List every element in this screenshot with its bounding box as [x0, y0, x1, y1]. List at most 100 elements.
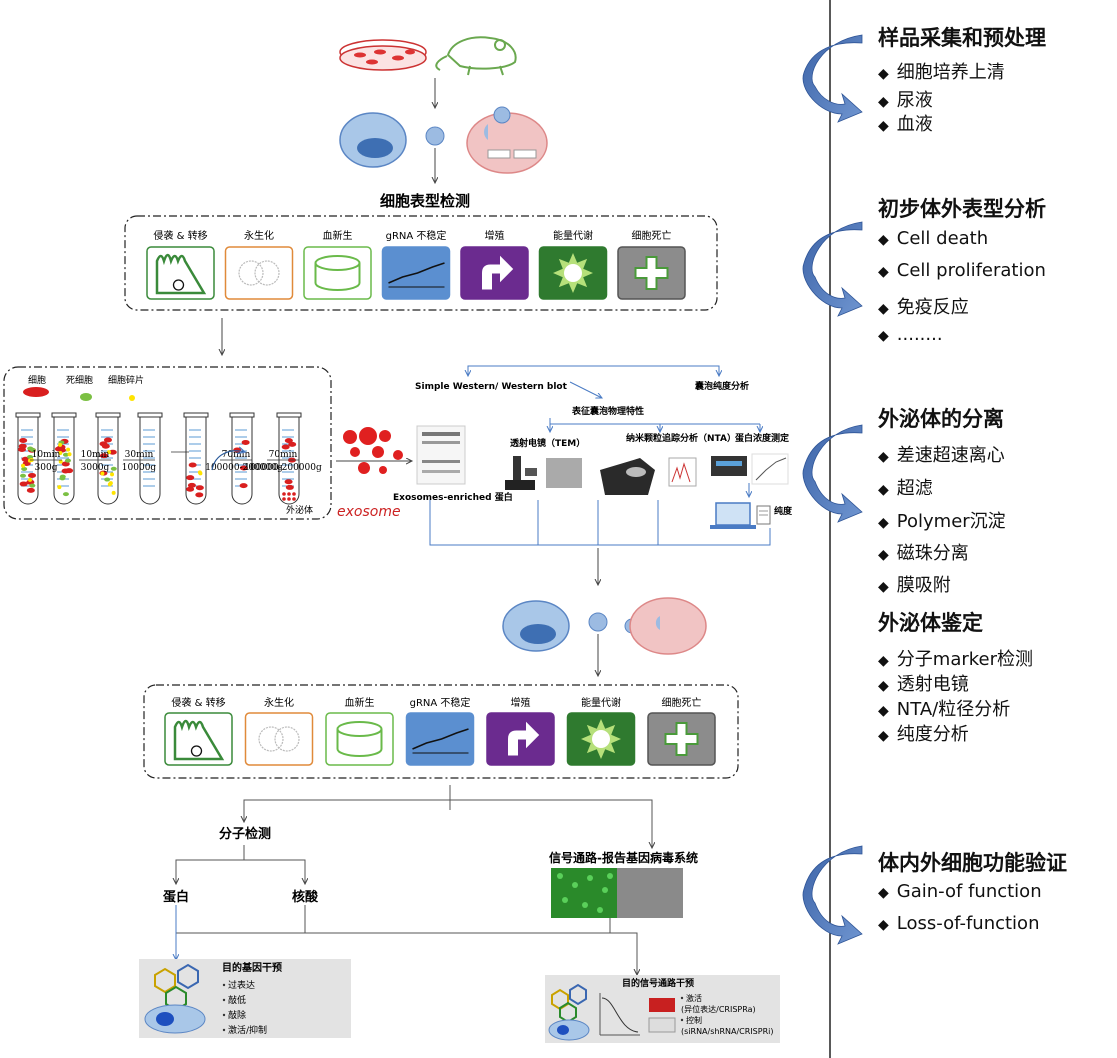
centrifuge-step-4: 70min — [222, 450, 251, 460]
right-section-2-item-3: ◆免疫反应 — [878, 293, 969, 319]
vessel-icon — [314, 255, 361, 291]
tem-micrograph — [546, 458, 582, 488]
gene-item-2: 敲低 — [228, 994, 246, 1006]
bullet-diamond-icon: ◆ — [878, 482, 889, 498]
grna-plot-icon — [388, 262, 445, 288]
control-kit-icon — [648, 1017, 676, 1033]
right-panel-arrows — [802, 34, 863, 945]
right-section-4-item-3: ◆NTA/粒径分析 — [878, 695, 1010, 721]
mouse-icon — [435, 36, 517, 76]
target-cell-icon — [144, 1004, 206, 1034]
top-tile-label-2: 永生化 — [244, 229, 274, 242]
bottom-tile-label-7: 细胞死亡 — [662, 696, 702, 709]
right-section-title-5: 体内外细胞功能验证 — [878, 851, 1067, 875]
right-item-text: 纯度分析 — [896, 724, 969, 745]
protein-conc-label: 蛋白浓度测定 — [735, 432, 790, 444]
centrifuge-legend: 细胞 死细胞 细胞碎片 — [23, 374, 144, 401]
recipient-cell-icon — [466, 106, 548, 174]
phenotype-box — [124, 215, 718, 311]
bottom-tile-box-2 — [244, 712, 314, 766]
bottom-tile-label-2: 永生化 — [264, 696, 294, 709]
cross-icon — [664, 722, 699, 756]
curved-arrow-icon — [802, 34, 863, 123]
cross-icon — [634, 256, 669, 290]
centrifuge-step-speed-5: 100000-200000g — [244, 463, 322, 473]
exosome-icon — [425, 126, 445, 146]
tem-microscope-icon — [505, 456, 537, 490]
right-section-3-item-5: ◆膜吸附 — [878, 571, 951, 597]
top-tile-label-3: 血新生 — [323, 229, 353, 242]
plasmid-icons — [154, 963, 199, 1012]
donor-cell-icon-2 — [502, 600, 570, 652]
bottom-tile-3: 血新生 — [325, 696, 394, 766]
bottom-tile-label-4: gRNA 不稳定 — [410, 696, 471, 709]
molecular-detection-label: 分子检测 — [219, 826, 271, 842]
exosome-tube-label: 外泌体 — [286, 504, 313, 516]
bullet-diamond-icon: ◆ — [878, 232, 889, 248]
right-item-text: 差速超速离心 — [896, 445, 1005, 466]
right-item-text: 超滤 — [896, 478, 933, 499]
right-section-5-item-1: ◆Gain-of function — [878, 881, 1042, 902]
centrifuge-step-speed-3: 10000g — [122, 463, 157, 473]
centrifuge-tubes: 10min300g10min3000g30min10000g70min10000… — [15, 412, 322, 516]
plate-reader-icon — [711, 456, 747, 476]
signal-title: 信号通路-报告基因病毒系统 — [549, 850, 698, 865]
centrifuge-step-2: 10min — [81, 450, 110, 460]
top-tile-4: gRNA 不稳定 — [381, 229, 451, 300]
bullet-diamond-icon: ◆ — [878, 547, 889, 563]
vessel-icon — [336, 721, 383, 757]
nta-instrument-icon — [600, 458, 655, 495]
bottom-tile-6: 能量代谢 — [566, 696, 636, 766]
bottom-tile-box-3 — [325, 712, 394, 766]
activation-kit-icon — [649, 998, 675, 1012]
nucleic-acid-label: 核酸 — [292, 889, 319, 905]
gene-item-3: 敲除 — [228, 1009, 246, 1021]
bullet-diamond-icon: ◆ — [878, 917, 889, 933]
right-section-title-1: 样品采集和预处理 — [878, 26, 1046, 50]
debris-marker — [129, 395, 135, 401]
invasion-cell-icon — [155, 253, 207, 295]
right-item-text: 血液 — [896, 114, 933, 135]
top-tile-label-1: 侵袭 & 转移 — [153, 229, 207, 242]
phenotype-box-2 — [143, 684, 739, 779]
curved-arrow-icon — [802, 424, 863, 523]
cell-marker — [23, 387, 49, 397]
right-item-text: 膜吸附 — [896, 575, 951, 596]
right-section-1-item-1: ◆细胞培养上清 — [878, 58, 1005, 84]
centrifuge-step-5: 70min — [269, 450, 298, 460]
top-tile-box-3 — [303, 246, 372, 300]
top-tile-label-7: 细胞死亡 — [632, 229, 672, 242]
top-tile-6: 能量代谢 — [538, 229, 608, 300]
centrifuge-step-speed-4: 100000-200000g — [205, 463, 283, 473]
bottom-tile-label-6: 能量代谢 — [581, 696, 621, 709]
top-tile-label-4: gRNA 不稳定 — [386, 229, 447, 242]
western-blot-image — [416, 425, 466, 485]
right-item-text: 透射电镜 — [896, 674, 969, 695]
right-item-text: 分子marker检测 — [896, 649, 1034, 670]
bullet-diamond-icon: ◆ — [878, 678, 889, 694]
legend-debris: 细胞碎片 — [108, 374, 144, 386]
centrifuge-step-speed-1: 300g — [35, 463, 58, 473]
centrifuge-step-1: 10min — [32, 450, 61, 460]
dose-response-plot-icon — [599, 993, 640, 1036]
pathway-item-1: 激活 — [686, 993, 702, 1003]
bullet-diamond-icon: ◆ — [878, 653, 889, 669]
bottom-tile-2: 永生化 — [244, 696, 314, 766]
tem-label: 透射电镜（TEM） — [510, 437, 585, 449]
exosome-cluster-icon — [343, 427, 403, 474]
purity-analysis-label: 囊泡纯度分析 — [694, 380, 749, 392]
phenotype-title: 细胞表型检测 — [380, 192, 470, 210]
bullet-diamond-icon: ◆ — [878, 703, 889, 719]
curved-arrow-icon — [802, 221, 863, 317]
curved-arrow-icon — [802, 845, 863, 945]
right-item-text: 细胞培养上清 — [896, 62, 1005, 83]
grna-plot-icon — [412, 728, 469, 754]
right-item-text: Gain-of function — [896, 881, 1042, 902]
legend-cell: 细胞 — [28, 374, 46, 386]
pathway-item-3: 控制 — [686, 1015, 702, 1025]
recipient-cell-icon-2 — [624, 597, 707, 655]
top-tile-label-6: 能量代谢 — [553, 229, 593, 242]
bullet-diamond-icon: ◆ — [878, 264, 889, 280]
